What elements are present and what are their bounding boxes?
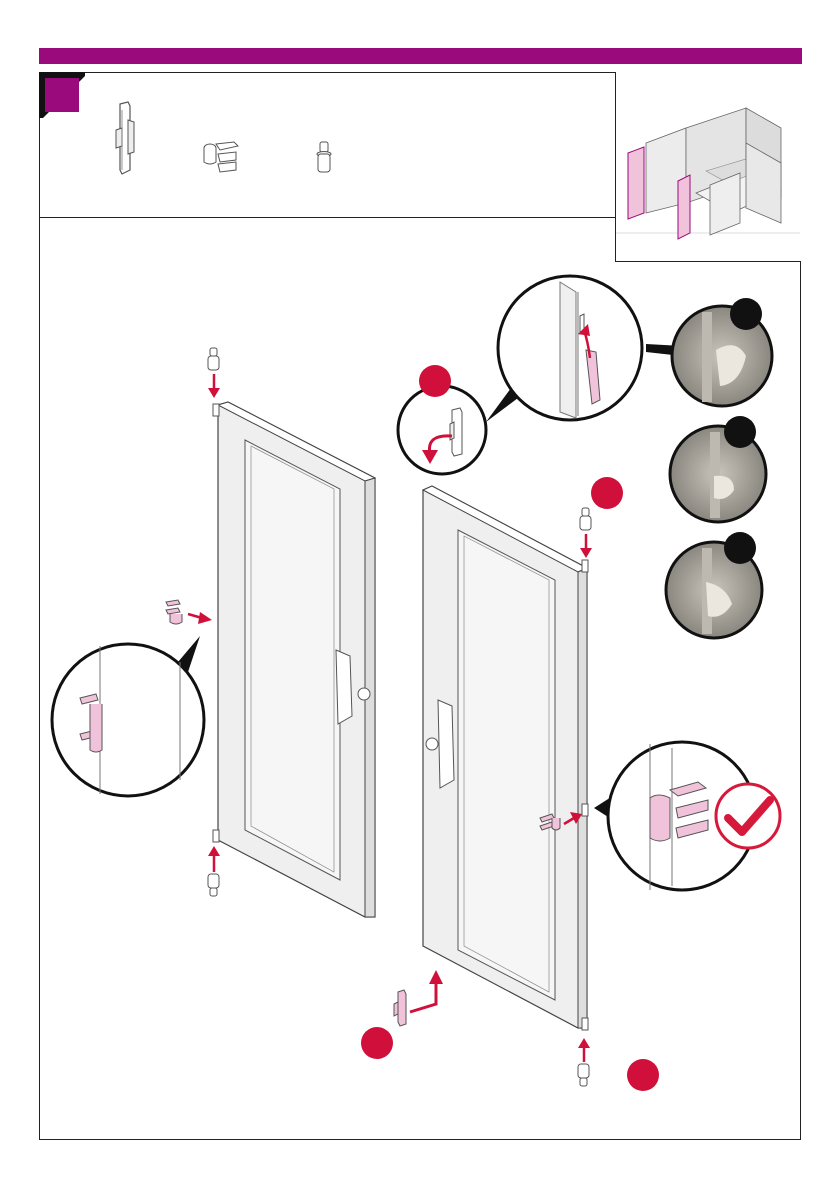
bottom-right-pin bbox=[574, 1038, 594, 1090]
red-dot-icon bbox=[626, 1058, 660, 1092]
bottom-bracket bbox=[392, 966, 452, 1028]
photo-detail-3 bbox=[662, 532, 772, 644]
left-clip bbox=[160, 598, 220, 628]
photo-detail-1 bbox=[670, 298, 780, 408]
photo-detail-2 bbox=[668, 416, 778, 526]
red-dot-icon bbox=[360, 1026, 394, 1060]
top-left-pin bbox=[204, 348, 224, 400]
red-dot-icon bbox=[418, 364, 452, 398]
check-mark-icon bbox=[714, 782, 784, 852]
insert-bracket-detail bbox=[460, 272, 660, 432]
top-right-pin bbox=[576, 508, 596, 560]
right-clip bbox=[536, 808, 584, 838]
bottom-left-pin bbox=[204, 846, 224, 898]
left-zoom-detail bbox=[50, 640, 220, 800]
red-dot-icon bbox=[590, 476, 624, 510]
